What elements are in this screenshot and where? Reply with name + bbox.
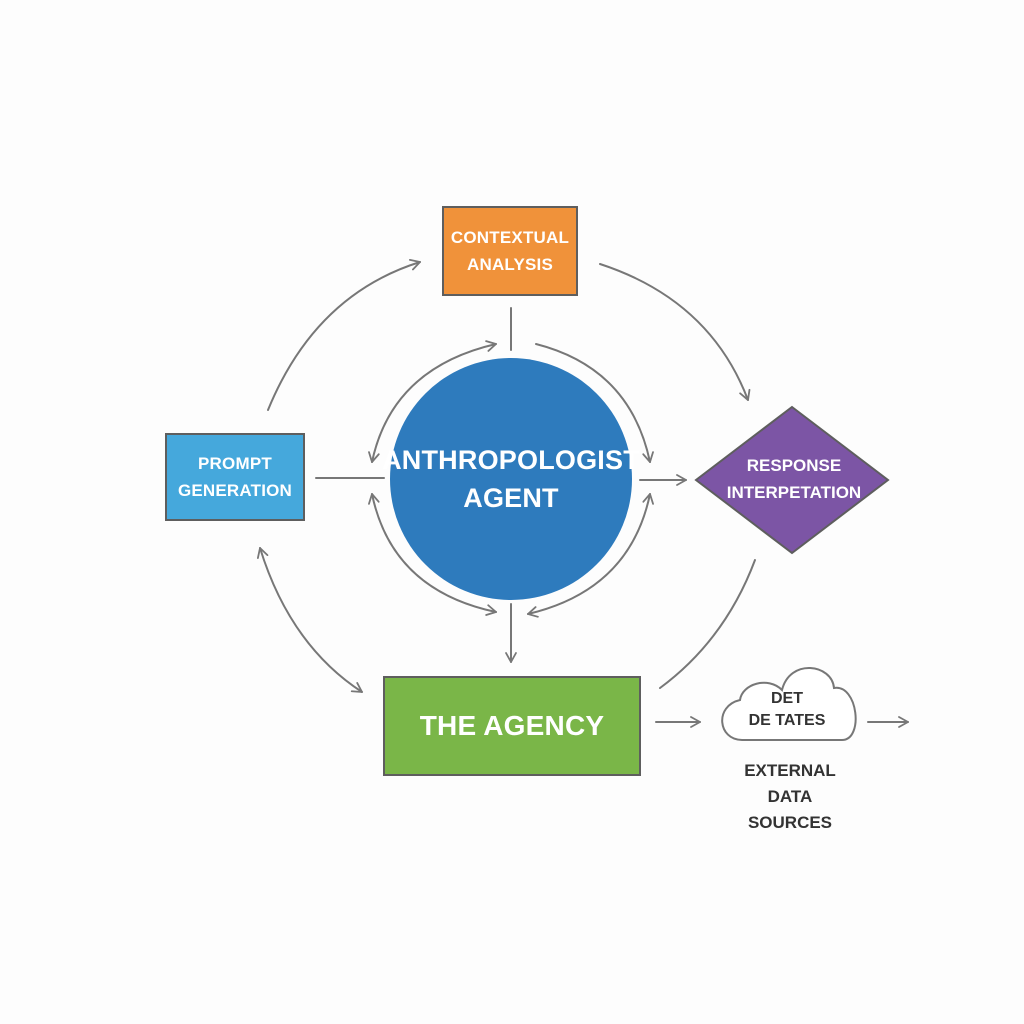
arrow-agency-prompt-bidirectional bbox=[256, 547, 363, 693]
external-data-sources-label: EXTERNAL DATA SOURCES bbox=[720, 758, 860, 836]
cloud-line-2: DE TATES bbox=[748, 712, 826, 729]
arrow-contextual-to-response bbox=[599, 263, 751, 401]
ring-arc-bottom-right bbox=[527, 493, 654, 618]
the-agency-label: THE AGENCY bbox=[419, 710, 605, 741]
agent-line-1: ANTHROPOLOGIST bbox=[382, 445, 640, 475]
arrow-prompt-to-contextual bbox=[267, 259, 421, 411]
external-line-2: DATA bbox=[767, 787, 813, 806]
contextual-analysis-box: CONTEXTUAL ANALYSIS bbox=[442, 206, 578, 296]
prompt-generation-line-2: GENERATION bbox=[177, 481, 293, 500]
line-response-to-agency bbox=[659, 559, 756, 689]
cloud-line-1: DET bbox=[771, 690, 803, 707]
anthropologist-agent-circle: ANTHROPOLOGIST AGENT bbox=[382, 358, 640, 600]
external-line-3: SOURCES bbox=[747, 813, 833, 832]
agent-line-2: AGENT bbox=[463, 483, 559, 513]
response-line-1: RESPONSE bbox=[746, 456, 842, 475]
external-line-1: EXTERNAL bbox=[744, 761, 836, 780]
cloud-label: DET DE TATES bbox=[722, 682, 852, 738]
response-interpretation-label: RESPONSE INTERPETATION bbox=[700, 436, 888, 522]
prompt-generation-line-1: PROMPT bbox=[198, 454, 272, 473]
ring-arc-top-right bbox=[535, 343, 654, 463]
response-line-2: INTERPETATION bbox=[726, 483, 862, 502]
ring-arc-top-left bbox=[368, 340, 497, 463]
prompt-generation-box: PROMPT GENERATION bbox=[165, 433, 305, 521]
ring-arc-bottom-left bbox=[368, 493, 497, 616]
contextual-analysis-line-2: ANALYSIS bbox=[466, 255, 553, 274]
cloud-icon bbox=[721, 667, 857, 741]
response-interpretation-diamond bbox=[694, 405, 890, 555]
the-agency-box: THE AGENCY bbox=[383, 676, 641, 776]
contextual-analysis-line-1: CONTEXTUAL bbox=[450, 228, 570, 247]
